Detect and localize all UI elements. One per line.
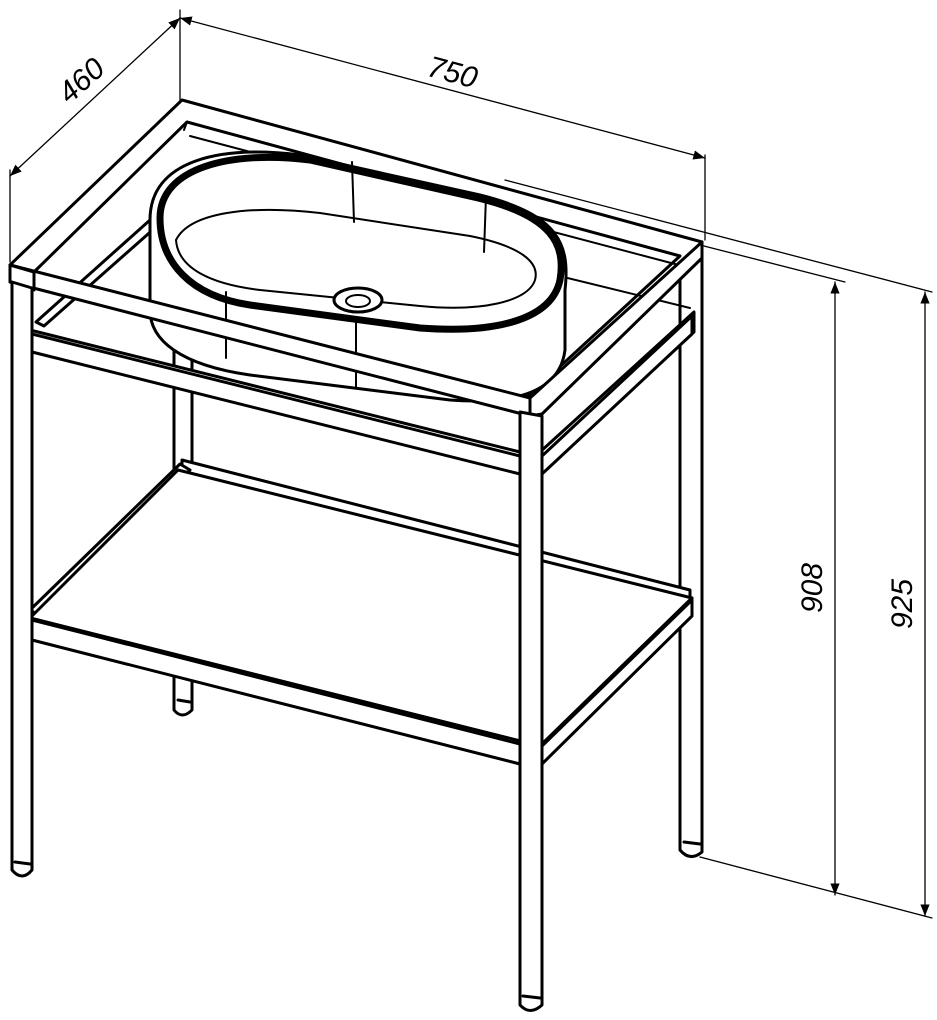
dimension-label-height-total: 925 xyxy=(886,579,919,629)
dimension-label-depth: 460 xyxy=(52,52,112,110)
dimension-label-height-frame: 908 xyxy=(796,563,829,613)
dimension-label-width: 750 xyxy=(424,50,481,95)
dimension-line-width xyxy=(179,16,706,160)
sink-basin xyxy=(148,150,568,403)
front-lower-rails xyxy=(30,314,694,766)
dimension-lines xyxy=(9,9,933,919)
drain-icon xyxy=(332,286,384,314)
dimension-line-depth xyxy=(9,17,181,177)
frame-front-legs xyxy=(10,280,544,1012)
